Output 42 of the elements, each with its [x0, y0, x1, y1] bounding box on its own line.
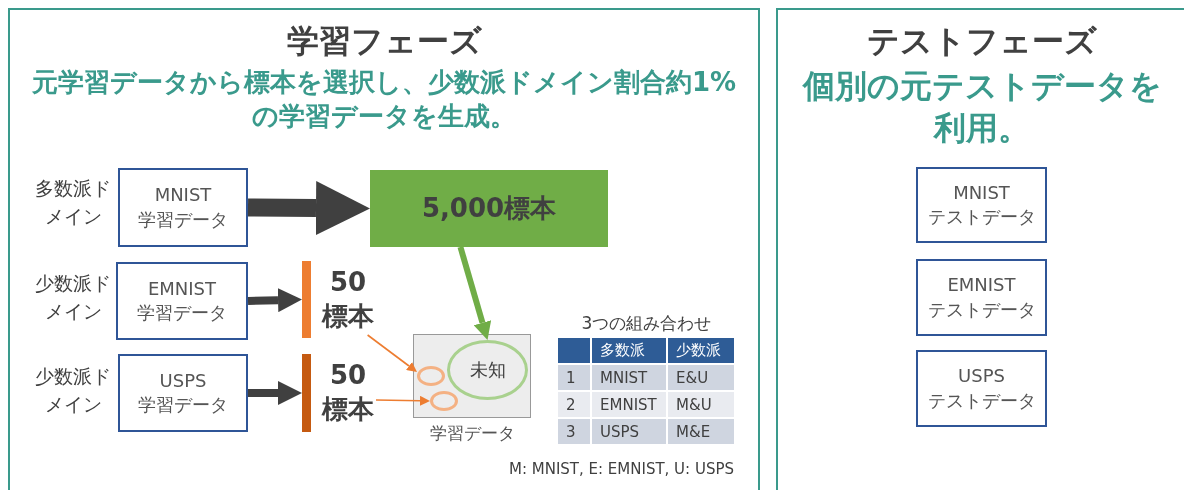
footnote: M: MNIST, E: EMNIST, U: USPS [507, 460, 734, 478]
arrow [248, 381, 302, 405]
table-cell: MNIST [592, 365, 666, 390]
box-caption: 学習データ [428, 422, 516, 445]
sample-count: 50標本 [320, 358, 376, 428]
leader-line [366, 334, 417, 372]
table-cell: 2 [558, 392, 590, 417]
header-cell: 少数派 [668, 338, 734, 363]
arrow [457, 246, 492, 340]
dataset-box: MNIST テストデータ [916, 167, 1047, 243]
arrow [247, 288, 302, 313]
dataset-box: EMNIST 学習データ [116, 262, 248, 340]
header-cell: 多数派 [592, 338, 666, 363]
panel-subtitle: 個別の元テストデータを利用。 [802, 66, 1162, 149]
table-cell: M&U [668, 392, 734, 417]
dataset-box: MNIST 学習データ [118, 168, 248, 247]
panel-heading: 学習フェーズ [285, 22, 483, 61]
table-cell: E&U [668, 365, 734, 390]
sample-bar [302, 261, 311, 338]
table-caption: 3つの組み合わせ [580, 312, 713, 335]
panel-subtitle: 元学習データから標本を選択し、少数派ドメイン割合約1%の学習データを生成。 [30, 66, 738, 133]
panel-heading: テストフェーズ [866, 22, 1098, 61]
table-cell: 3 [558, 419, 590, 444]
sample-bar [302, 354, 311, 432]
domain-label: 少数派ドメイン [34, 271, 112, 324]
domain-label: 多数派ドメイン [34, 176, 112, 229]
dataset-box: EMNIST テストデータ [916, 259, 1047, 336]
phase-panel [776, 8, 1184, 490]
dataset-box: USPS 学習データ [118, 354, 248, 432]
domain-label: 少数派ドメイン [34, 364, 112, 417]
arrow [247, 181, 370, 236]
unknown-ellipse: 未知 [447, 340, 528, 400]
table-cell: M&E [668, 419, 734, 444]
leader-line [375, 395, 430, 406]
sample-count: 50標本 [320, 265, 376, 335]
sample-bar: 5,000標本 [370, 170, 608, 247]
sample-ellipse [417, 366, 445, 386]
dataset-box: USPS テストデータ [916, 350, 1047, 427]
table-cell: USPS [592, 419, 666, 444]
table-cell: EMNIST [592, 392, 666, 417]
sample-ellipse [430, 391, 458, 411]
table-cell: 1 [558, 365, 590, 390]
